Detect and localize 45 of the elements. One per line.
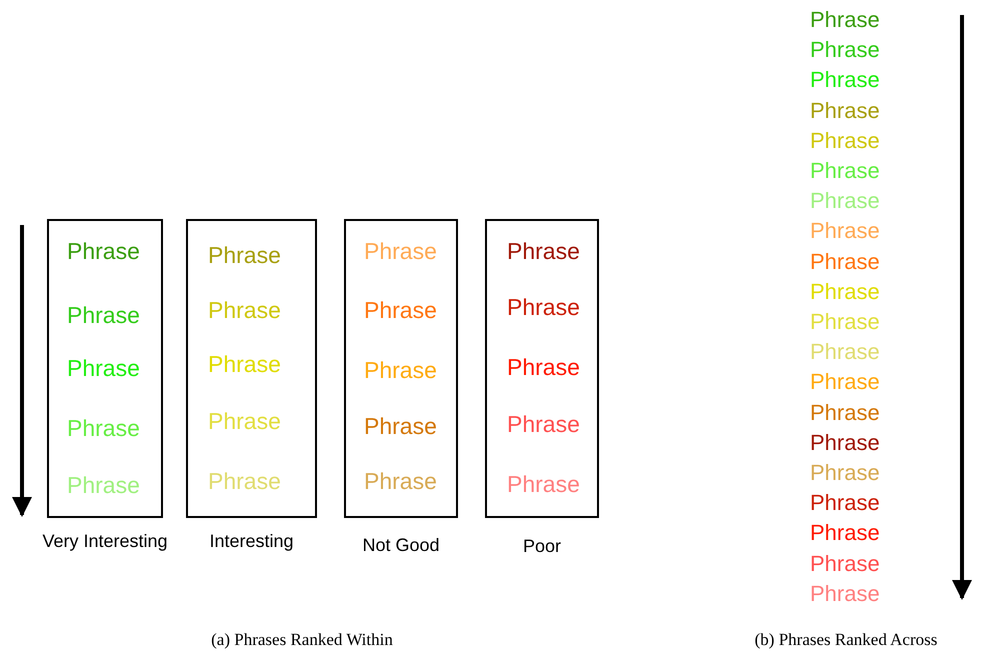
phrase-text: Phrase bbox=[810, 278, 880, 305]
category-label: Very Interesting bbox=[41, 530, 169, 552]
phrase-text: Phrase bbox=[810, 580, 880, 607]
phrase-text: Phrase bbox=[810, 128, 880, 154]
phrase-text: Phrase bbox=[810, 158, 880, 184]
phrase-text: Phrase bbox=[810, 550, 880, 577]
phrase-text: Phrase bbox=[810, 309, 880, 335]
phrase-text: Phrase bbox=[208, 408, 281, 434]
category-label: Not Good bbox=[361, 534, 441, 556]
phrase-text: Phrase bbox=[810, 98, 880, 124]
phrase-text: Phrase bbox=[208, 468, 281, 494]
phrase-text: Phrase bbox=[810, 369, 880, 396]
phrase-text: Phrase bbox=[810, 430, 880, 456]
phrase-text: Phrase bbox=[810, 520, 880, 546]
phrase-text: Phrase bbox=[67, 355, 140, 381]
phrase-text: Phrase bbox=[810, 339, 880, 366]
phrase-text: Phrase bbox=[810, 490, 880, 516]
phrase-text: Phrase bbox=[810, 7, 880, 33]
phrase-text: Phrase bbox=[208, 351, 281, 377]
phrase-text: Phrase bbox=[364, 297, 437, 323]
phrase-text: Phrase bbox=[67, 302, 140, 328]
subfigure-caption: (a) Phrases Ranked Within bbox=[210, 629, 394, 651]
phrase-text: Phrase bbox=[507, 354, 580, 380]
phrase-text: Phrase bbox=[364, 357, 437, 383]
subfigure-caption: (b) Phrases Ranked Across bbox=[754, 629, 938, 651]
phrase-text: Phrase bbox=[67, 415, 140, 441]
phrase-text: Phrase bbox=[208, 297, 281, 323]
phrase-text: Phrase bbox=[208, 242, 281, 268]
phrase-text: Phrase bbox=[810, 188, 880, 214]
phrase-text: Phrase bbox=[364, 413, 437, 439]
phrase-text: Phrase bbox=[364, 238, 437, 264]
phrase-text: Phrase bbox=[810, 248, 880, 275]
phrase-text: Phrase bbox=[67, 238, 140, 264]
phrase-text: Phrase bbox=[507, 294, 580, 320]
phrase-text: Phrase bbox=[364, 468, 437, 494]
phrase-text: Phrase bbox=[810, 218, 880, 244]
phrase-text: Phrase bbox=[810, 460, 880, 486]
phrase-text: Phrase bbox=[507, 238, 580, 264]
phrase-text: Phrase bbox=[810, 67, 880, 94]
phrase-text: Phrase bbox=[810, 37, 880, 64]
category-label: Poor bbox=[522, 535, 562, 557]
phrase-text: Phrase bbox=[67, 472, 140, 498]
phrase-text: Phrase bbox=[810, 400, 880, 426]
phrase-text: Phrase bbox=[507, 411, 580, 437]
phrase-text: Phrase bbox=[507, 471, 580, 497]
